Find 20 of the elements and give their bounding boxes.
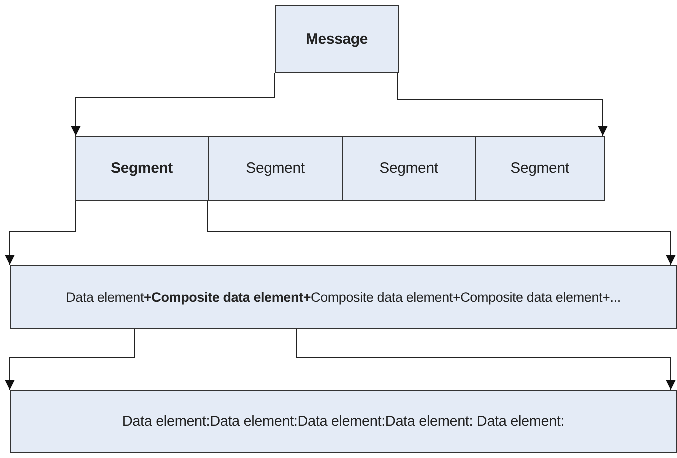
connector-arrow <box>296 328 676 390</box>
process-box <box>275 5 399 73</box>
box-label: Data element:Data element:Data element:Data element: Data element: <box>122 414 565 430</box>
box-label: Segment <box>111 160 173 177</box>
box-label: Message <box>306 30 368 48</box>
connector-arrow <box>208 200 676 266</box>
box-label: Segment <box>510 160 570 177</box>
connector-arrow <box>5 328 136 390</box>
process-box <box>10 390 677 453</box>
process-box <box>10 265 677 329</box>
box-label: Segment <box>246 160 305 177</box>
connector-arrow <box>398 72 608 136</box>
process-box <box>75 136 209 201</box>
box-label: Segment <box>380 160 438 177</box>
connector-arrow <box>71 72 276 136</box>
process-box <box>342 136 476 201</box>
connector-arrow <box>5 200 76 266</box>
process-box <box>208 136 343 201</box>
process-box <box>475 136 605 201</box>
box-label: Data element+Composite data element+Composite data element+Composite data element+... <box>66 290 621 304</box>
